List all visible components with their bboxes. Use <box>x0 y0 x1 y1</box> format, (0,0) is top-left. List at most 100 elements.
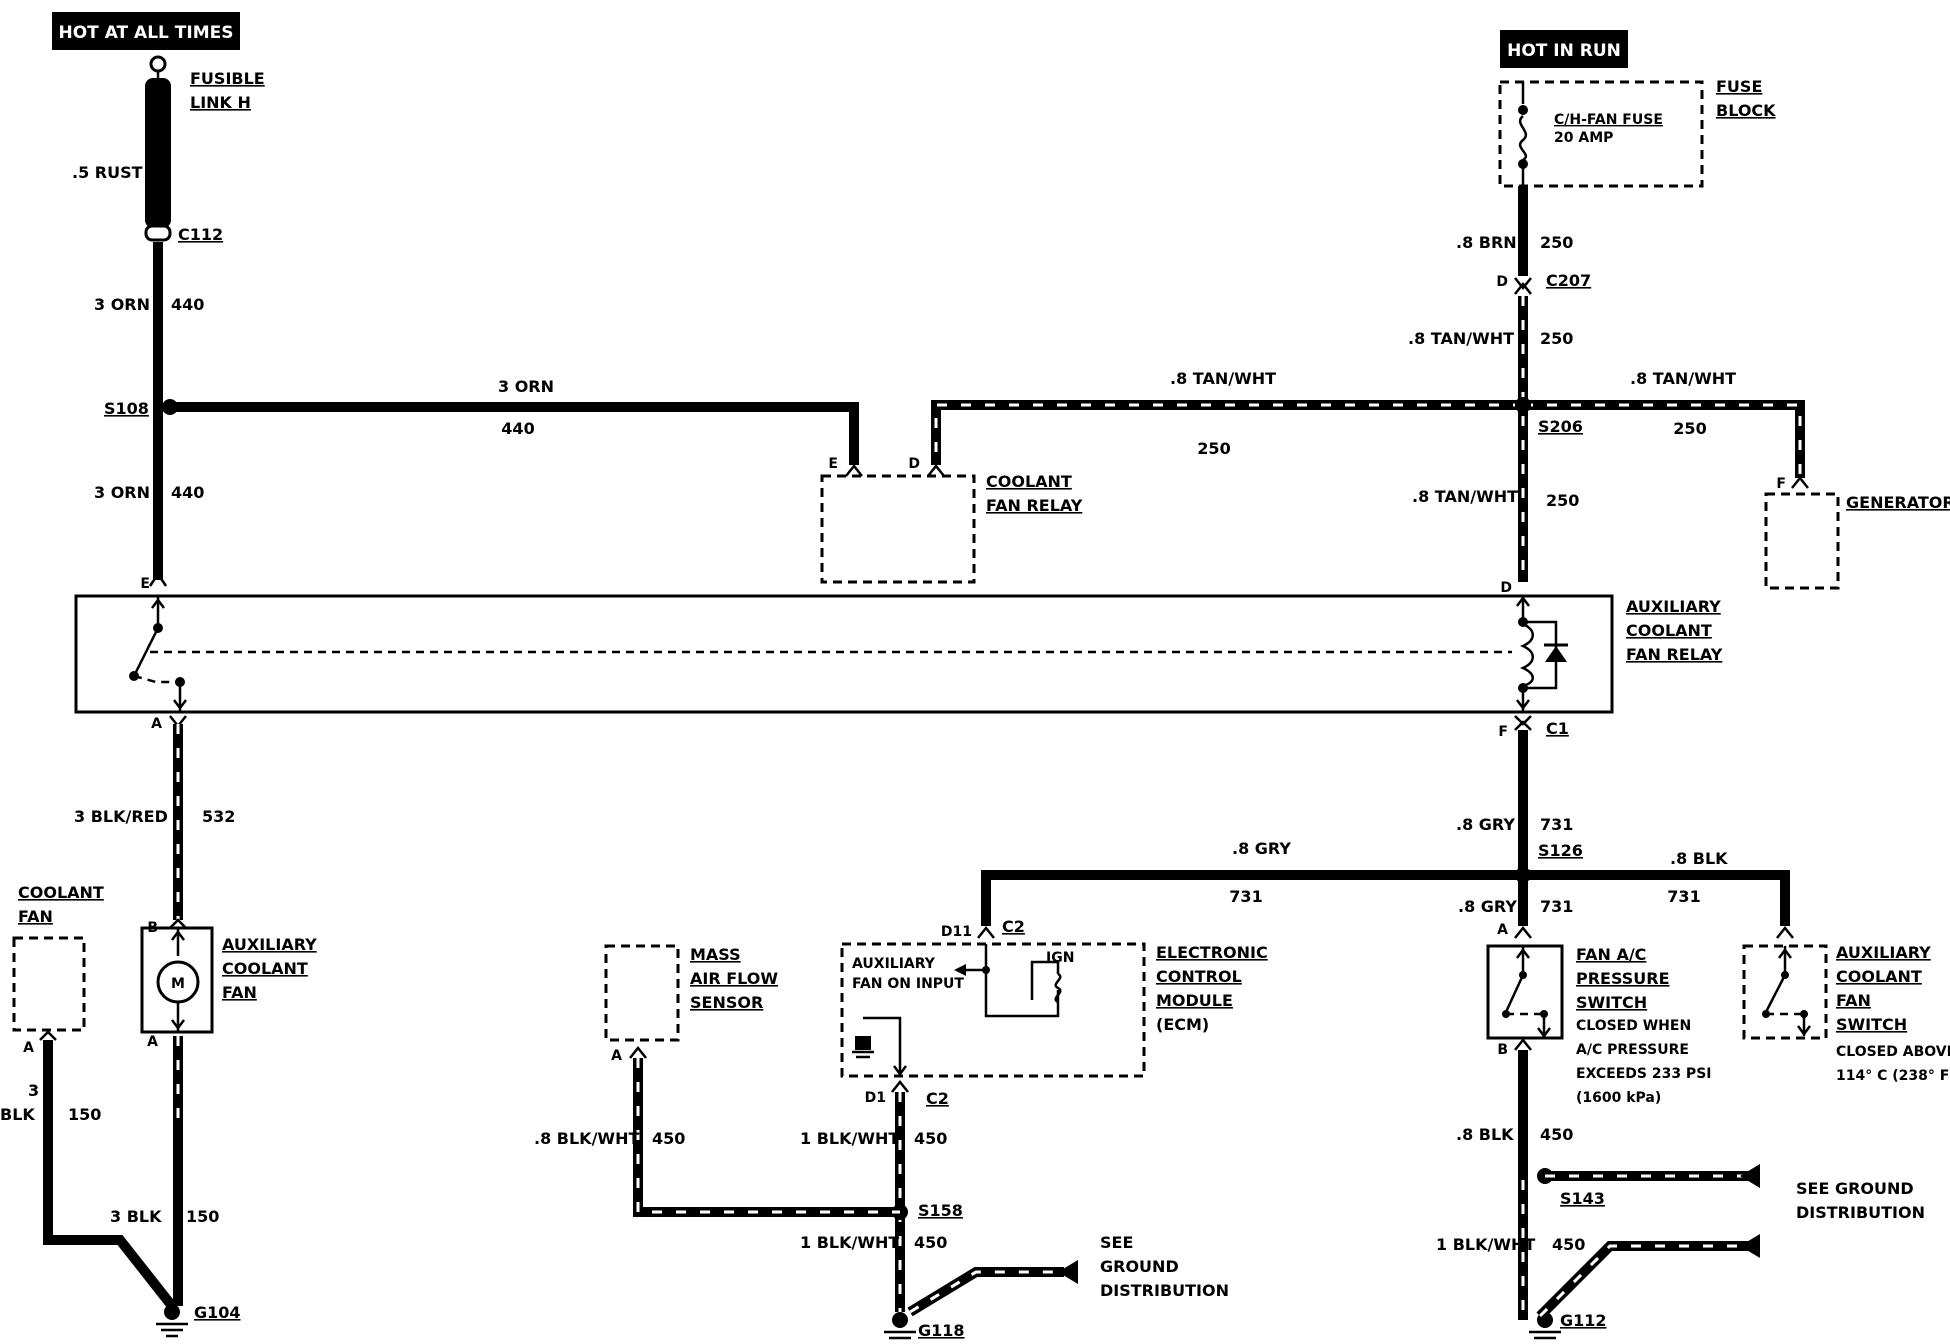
generator-label: GENERATOR <box>1846 493 1950 512</box>
wire-731-to-ecm <box>981 870 1523 926</box>
aux-relay-label-3: FAN RELAY <box>1626 645 1723 664</box>
wire-label-250-2: 250 <box>1546 491 1579 510</box>
connector-c1-label: C1 <box>1546 719 1569 738</box>
svg-text:A: A <box>23 1040 34 1056</box>
coolant-fan-relay-label-1: COOLANT <box>986 472 1072 491</box>
ecm-label-3: MODULE <box>1156 991 1233 1010</box>
aux-coolant-fan-relay-box <box>74 594 1614 714</box>
wire-label-gry-ecm: .8 GRY <box>1232 839 1291 858</box>
connector-c2-top-label: C2 <box>1002 917 1025 936</box>
coolant-fan-label-2: FAN <box>18 907 53 926</box>
wire-label-gry-2: .8 GRY <box>1458 897 1517 916</box>
ecm-label-2: CONTROL <box>1156 967 1242 986</box>
svg-text:B: B <box>1497 1042 1508 1058</box>
fuse-rating: 20 AMP <box>1554 130 1613 146</box>
wire-label-250-gen: 250 <box>1673 419 1706 438</box>
ground-g104-symbol <box>156 1304 188 1338</box>
maf-sensor <box>604 944 680 1059</box>
aux-fan-label-2: COOLANT <box>222 959 308 978</box>
wire-label-08blkwht: .8 BLK/WHT <box>534 1129 639 1148</box>
wire-label-1blkwht-s143: 1 BLK/WHT <box>1436 1235 1535 1254</box>
splice-s143-label: S143 <box>1560 1189 1605 1208</box>
svg-text:D: D <box>1496 274 1508 290</box>
wire-label-3orn-horizontal: 3 ORN <box>498 377 554 396</box>
wire-label-532: 532 <box>202 807 235 826</box>
connector-c207-label: C207 <box>1546 271 1591 290</box>
wire-250-to-generator <box>1523 400 1805 478</box>
wire-label-1blkwht-1: 1 BLK/WHT <box>800 1129 899 1148</box>
see-ground-dist-a-1: SEE GROUND <box>1796 1179 1914 1198</box>
wire-label-440-horizontal: 440 <box>501 419 534 438</box>
pressure-note-4: (1600 kPa) <box>1576 1090 1661 1106</box>
ecm-label-1: ELECTRONIC <box>1156 943 1268 962</box>
fan-ac-pressure-switch <box>1486 925 1564 1051</box>
wire-ground-dist-g112 <box>1536 1241 1748 1320</box>
see-ground-dist-a-2: DISTRIBUTION <box>1796 1203 1925 1222</box>
svg-text:D: D <box>1500 580 1512 596</box>
wire-label-blk-stack: BLK <box>0 1105 35 1124</box>
wire-label-3blk: 3 BLK <box>110 1207 162 1226</box>
wire-label-brn: .8 BRN <box>1456 233 1517 252</box>
fusible-link-label-2: LINK H <box>190 93 251 112</box>
coolant-fan-relay <box>820 463 976 584</box>
wire-label-150-left: 150 <box>68 1105 101 1124</box>
fuse-block <box>1498 80 1704 188</box>
wire-label-450-1: 450 <box>914 1129 947 1148</box>
wire-label-3orn-lower: 3 ORN <box>94 483 150 502</box>
pressure-switch-label-3: SWITCH <box>1576 993 1647 1012</box>
fuse-block-label-1: FUSE <box>1716 77 1762 96</box>
wire-label-3orn-upper: 3 ORN <box>94 295 150 314</box>
terminal-aux-f <box>1514 715 1532 726</box>
maf-label-2: AIR FLOW <box>690 969 778 988</box>
fuse-block-label-2: BLOCK <box>1716 101 1776 120</box>
ecm-input-label-1: AUXILIARY <box>852 956 936 972</box>
wire-label-731-2: 731 <box>1540 897 1573 916</box>
wire-label-tanwht-1: .8 TAN/WHT <box>1408 329 1514 348</box>
wire-150-coolant-fan <box>43 1040 176 1310</box>
ground-g112-label: G112 <box>1560 1311 1607 1330</box>
svg-text:HOT IN RUN: HOT IN RUN <box>1507 41 1621 61</box>
fuse-name: C/H-FAN FUSE <box>1554 112 1663 128</box>
pressure-note-3: EXCEEDS 233 PSI <box>1576 1066 1712 1082</box>
pressure-switch-label-2: PRESSURE <box>1576 969 1670 988</box>
ground-g104-label: G104 <box>194 1303 241 1322</box>
wire-label-gry-1: .8 GRY <box>1456 815 1515 834</box>
connector-c112-label: C112 <box>178 225 223 244</box>
ecm <box>840 925 1146 1093</box>
aux-coolant-fan-switch <box>1742 925 1828 1040</box>
aux-fan-label-3: FAN <box>222 983 257 1002</box>
aux-relay-label-2: COOLANT <box>1626 621 1712 640</box>
fan-switch-label-4: SWITCH <box>1836 1015 1907 1034</box>
wire-label-tanwht-gen: .8 TAN/WHT <box>1630 369 1736 388</box>
svg-text:E: E <box>828 456 838 472</box>
svg-text:F: F <box>1776 476 1786 492</box>
ecm-input-label-2: FAN ON INPUT <box>852 976 964 992</box>
see-ground-1: SEE <box>1100 1233 1133 1252</box>
wire-731-to-switch <box>1523 870 1790 926</box>
wire-label-450-g112: 450 <box>1552 1235 1585 1254</box>
wire-label-1blkwht-2: 1 BLK/WHT <box>800 1233 899 1252</box>
wire-label-731-ecm: 731 <box>1229 887 1262 906</box>
ground-g118-symbol <box>884 1312 916 1340</box>
svg-text:E: E <box>140 576 150 592</box>
aux-coolant-fan <box>140 918 214 1034</box>
fan-switch-note-1: CLOSED ABOVE <box>1836 1044 1950 1060</box>
pressure-note-1: CLOSED WHEN <box>1576 1018 1691 1034</box>
fusible-link-label-1: FUSIBLE <box>190 69 265 88</box>
svg-text:A: A <box>147 1034 158 1050</box>
maf-label-3: SENSOR <box>690 993 763 1012</box>
fan-switch-note-2: 114° C (238° F) <box>1836 1068 1950 1084</box>
coolant-fan-relay-label-2: FAN RELAY <box>986 496 1083 515</box>
fan-switch-label-2: COOLANT <box>1836 967 1922 986</box>
wire-label-450-s143: 450 <box>1540 1125 1573 1144</box>
ecm-ign-label: IGN <box>1046 950 1074 966</box>
svg-text:F: F <box>1498 724 1508 740</box>
wire-label-150-right: 150 <box>186 1207 219 1226</box>
svg-text:A: A <box>151 716 162 732</box>
maf-label-1: MASS <box>690 945 741 964</box>
wire-label-250-1: 250 <box>1540 329 1573 348</box>
coolant-fan <box>12 936 86 1041</box>
motor-symbol: M <box>171 976 185 992</box>
ecm-label-4: (ECM) <box>1156 1015 1209 1034</box>
connector-c207-symbol <box>1514 277 1532 291</box>
